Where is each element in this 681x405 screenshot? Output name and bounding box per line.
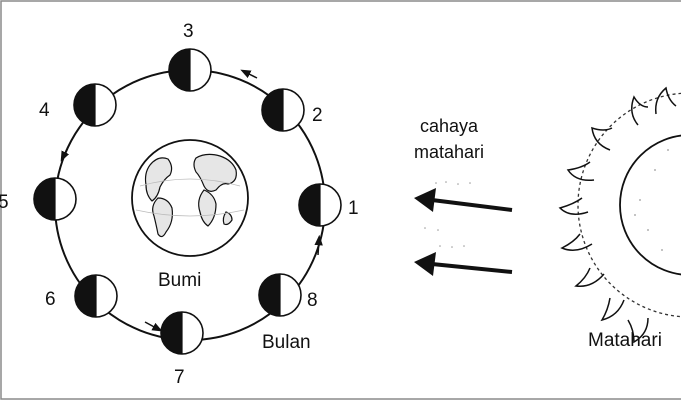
orbit-direction-arrows bbox=[60, 69, 323, 332]
moon-phase-1 bbox=[298, 183, 342, 227]
orbit-arrow-4-to-5 bbox=[60, 142, 71, 162]
moon-phase-3 bbox=[168, 48, 212, 92]
phase-number-1: 1 bbox=[348, 198, 359, 219]
light-stipple bbox=[424, 181, 471, 248]
orbit-arrow-8-to-1 bbox=[314, 234, 323, 256]
moon-phase-6 bbox=[74, 274, 118, 318]
moon-phase-7 bbox=[160, 311, 204, 355]
orbit-arrow-2-to-3 bbox=[240, 69, 258, 79]
phase-number-8: 8 bbox=[307, 290, 318, 311]
sunlight-label-line-1: cahaya bbox=[420, 116, 479, 136]
sunlight-arrow-upper bbox=[431, 198, 513, 212]
moon-phase-5 bbox=[33, 177, 77, 221]
earth bbox=[131, 139, 249, 257]
earth-continents bbox=[144, 153, 237, 238]
sun-disc bbox=[619, 134, 681, 276]
phase-number-3: 3 bbox=[183, 21, 194, 42]
phase-number-4: 4 bbox=[39, 100, 50, 121]
orbit-arrow-6-to-7 bbox=[144, 321, 163, 332]
sun bbox=[558, 86, 681, 344]
sun-flame-rays bbox=[558, 86, 677, 344]
phase-number-7: 7 bbox=[174, 367, 185, 388]
phase-number-2: 2 bbox=[312, 105, 323, 126]
moon-label: Bulan bbox=[262, 332, 311, 353]
sun-label: Matahari bbox=[588, 330, 662, 351]
moon-phase-4 bbox=[73, 83, 117, 127]
moon-phase-2 bbox=[261, 88, 305, 132]
sun-disc-stipple bbox=[634, 149, 669, 251]
phase-number-6: 6 bbox=[45, 289, 56, 310]
phase-number-5: 5 bbox=[0, 192, 9, 213]
sunlight-arrows bbox=[414, 181, 513, 276]
earth-label: Bumi bbox=[158, 270, 201, 291]
moon-phase-8 bbox=[258, 273, 302, 317]
sunlight-label-line-2: matahari bbox=[414, 142, 484, 162]
sunlight-arrow-lower bbox=[431, 262, 513, 274]
